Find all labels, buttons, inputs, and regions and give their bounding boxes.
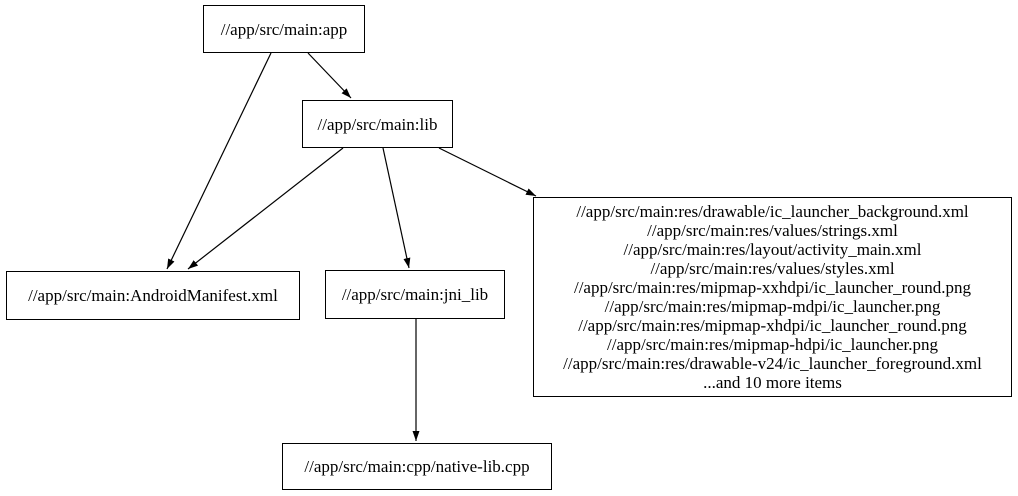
res-group-line: //app/src/main:res/layout/activity_main.… <box>623 240 922 259</box>
res-group-line: //app/src/main:res/drawable-v24/ic_launc… <box>563 354 982 373</box>
edge-lib-to-manifest <box>187 147 344 270</box>
res-group-line: //app/src/main:res/mipmap-hdpi/ic_launch… <box>607 335 938 354</box>
edge-app-to-manifest <box>166 52 272 270</box>
node-lib-label: //app/src/main:lib <box>317 114 438 134</box>
res-group-line: //app/src/main:res/mipmap-xxhdpi/ic_laun… <box>573 278 972 297</box>
res-group-line: //app/src/main:res/mipmap-mdpi/ic_launch… <box>604 297 941 316</box>
node-app-label: //app/src/main:app <box>220 19 348 39</box>
node-res-group: //app/src/main:res/drawable/ic_launcher_… <box>533 197 1012 397</box>
node-android-manifest-label: //app/src/main:AndroidManifest.xml <box>28 286 278 305</box>
res-group-line: //app/src/main:res/drawable/ic_launcher_… <box>576 202 969 221</box>
node-native-lib-label: //app/src/main:cpp/native-lib.cpp <box>304 457 530 476</box>
res-group-line: //app/src/main:res/values/styles.xml <box>650 259 895 278</box>
res-group-line: //app/src/main:res/mipmap-xhdpi/ic_launc… <box>578 316 967 335</box>
edge-lib-to-res-group <box>438 147 537 197</box>
edge-app-to-lib <box>307 52 352 99</box>
node-jni-lib: //app/src/main:jni_lib <box>325 270 505 319</box>
node-app: //app/src/main:app <box>203 5 365 53</box>
node-native-lib: //app/src/main:cpp/native-lib.cpp <box>282 443 552 490</box>
node-lib: //app/src/main:lib <box>302 100 453 148</box>
res-group-line: //app/src/main:res/values/strings.xml <box>647 221 898 240</box>
node-jni-lib-label: //app/src/main:jni_lib <box>341 285 489 304</box>
edge-lib-to-jni-lib <box>382 147 411 269</box>
node-android-manifest: //app/src/main:AndroidManifest.xml <box>6 271 300 320</box>
res-group-more-items: ...and 10 more items <box>703 373 842 392</box>
